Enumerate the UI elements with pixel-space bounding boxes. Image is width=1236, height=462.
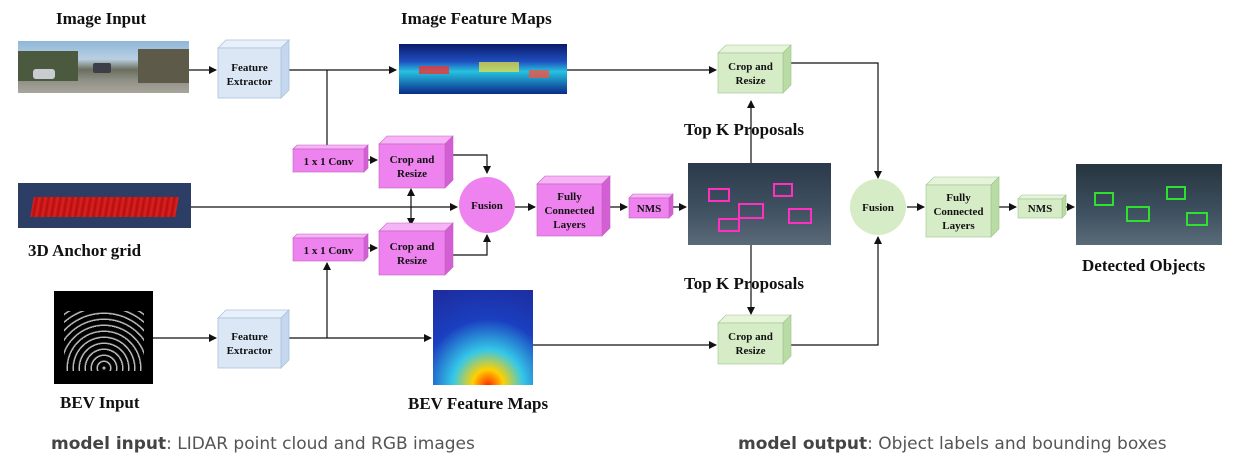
image-feature-maps-title: Image Feature Maps (401, 9, 552, 28)
bev-feature-map (433, 290, 533, 385)
bev-input-image (54, 291, 153, 384)
svg-text:Resize: Resize (736, 345, 766, 357)
svg-text:Layers: Layers (942, 220, 975, 232)
svg-text:Resize: Resize (397, 255, 427, 267)
model-output-text: : Object labels and bounding boxes (867, 434, 1167, 454)
svg-text:Crop and: Crop and (390, 154, 435, 166)
svg-text:Connected: Connected (933, 206, 983, 218)
image-input-title: Image Input (56, 9, 147, 28)
fusion-pink: Fusion (459, 177, 515, 233)
svg-text:1 x 1 Conv: 1 x 1 Conv (304, 156, 354, 168)
fc-layers-pink: Fully Connected Layers (536, 175, 611, 237)
model-input-label: model input (51, 434, 167, 454)
svg-text:Crop and: Crop and (390, 241, 435, 253)
model-output-label: model output (738, 434, 868, 454)
fc-layers-green: Fully Connected Layers (925, 176, 1000, 238)
svg-text:Fully: Fully (557, 191, 582, 203)
feature-extractor-top: Feature Extractor (217, 39, 290, 99)
crop-resize-pink-top: Crop and Resize (378, 135, 454, 189)
bev-input-title: BEV Input (60, 393, 140, 412)
conv-1x1-top: 1 x 1 Conv (292, 144, 369, 173)
svg-text:Fusion: Fusion (471, 200, 503, 212)
fusion-green: Fusion (850, 179, 906, 235)
anchor-grid-title: 3D Anchor grid (28, 241, 142, 260)
svg-text:1 x 1 Conv: 1 x 1 Conv (304, 245, 354, 257)
svg-text:Crop and: Crop and (728, 61, 773, 73)
top-k-proposals-upper: Top K Proposals (684, 120, 804, 139)
image-input-photo (18, 41, 189, 93)
svg-text:Connected: Connected (544, 205, 594, 217)
svg-text:Feature: Feature (231, 62, 268, 74)
nms-green: NMS (1017, 194, 1067, 219)
image-feature-map (399, 44, 567, 94)
bev-feature-maps-title: BEV Feature Maps (408, 394, 549, 413)
svg-text:Extractor: Extractor (227, 345, 273, 357)
feature-extractor-bottom: Feature Extractor (217, 309, 290, 369)
model-output-caption: model output: Object labels and bounding… (738, 434, 1167, 454)
svg-text:Crop and: Crop and (728, 331, 773, 343)
model-input-caption: model input: LIDAR point cloud and RGB i… (51, 434, 475, 454)
svg-text:NMS: NMS (637, 203, 661, 215)
svg-text:Extractor: Extractor (227, 76, 273, 88)
svg-text:Resize: Resize (397, 168, 427, 180)
anchor-grid-image (18, 183, 191, 228)
conv-1x1-bottom: 1 x 1 Conv (292, 233, 369, 262)
svg-text:NMS: NMS (1028, 203, 1052, 215)
crop-resize-green-bottom: Crop and Resize (717, 314, 792, 365)
svg-text:Layers: Layers (553, 219, 586, 231)
top-k-proposals-image (688, 163, 831, 245)
svg-text:Feature: Feature (231, 331, 268, 343)
detected-objects-title: Detected Objects (1082, 256, 1206, 275)
svg-text:Resize: Resize (736, 75, 766, 87)
crop-resize-green-top: Crop and Resize (717, 44, 792, 94)
top-k-proposals-lower: Top K Proposals (684, 274, 804, 293)
nms-pink: NMS (628, 193, 674, 219)
svg-text:Fully: Fully (946, 192, 971, 204)
svg-text:Fusion: Fusion (862, 202, 894, 214)
model-input-text: : LIDAR point cloud and RGB images (166, 434, 475, 454)
crop-resize-pink-bottom: Crop and Resize (378, 222, 454, 276)
detected-objects-image (1076, 164, 1222, 245)
